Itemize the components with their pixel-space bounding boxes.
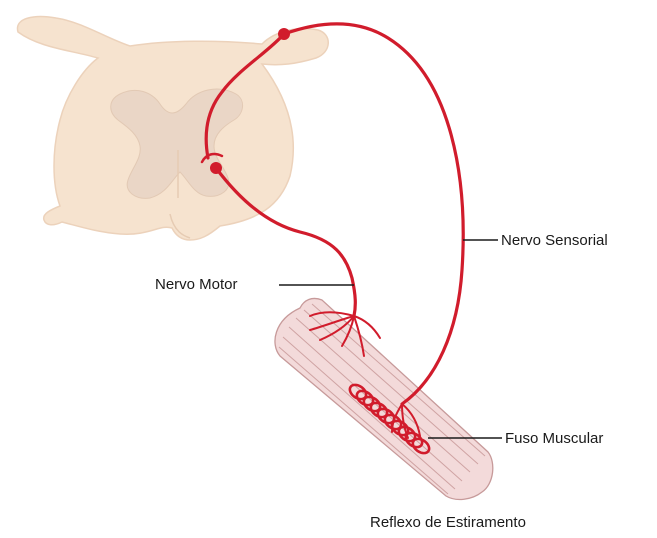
sensory-neuron-cell-body xyxy=(278,28,290,40)
motor-neuron-cell-body xyxy=(210,162,222,174)
sensory-nerve-label: Nervo Sensorial xyxy=(501,232,608,250)
motor-nerve-label: Nervo Motor xyxy=(155,276,238,294)
spinal-cord-cross-section xyxy=(17,17,328,240)
muscle xyxy=(275,298,493,499)
diagram-caption: Reflexo de Estiramento xyxy=(370,514,526,532)
muscle-spindle-label: Fuso Muscular xyxy=(505,430,603,448)
